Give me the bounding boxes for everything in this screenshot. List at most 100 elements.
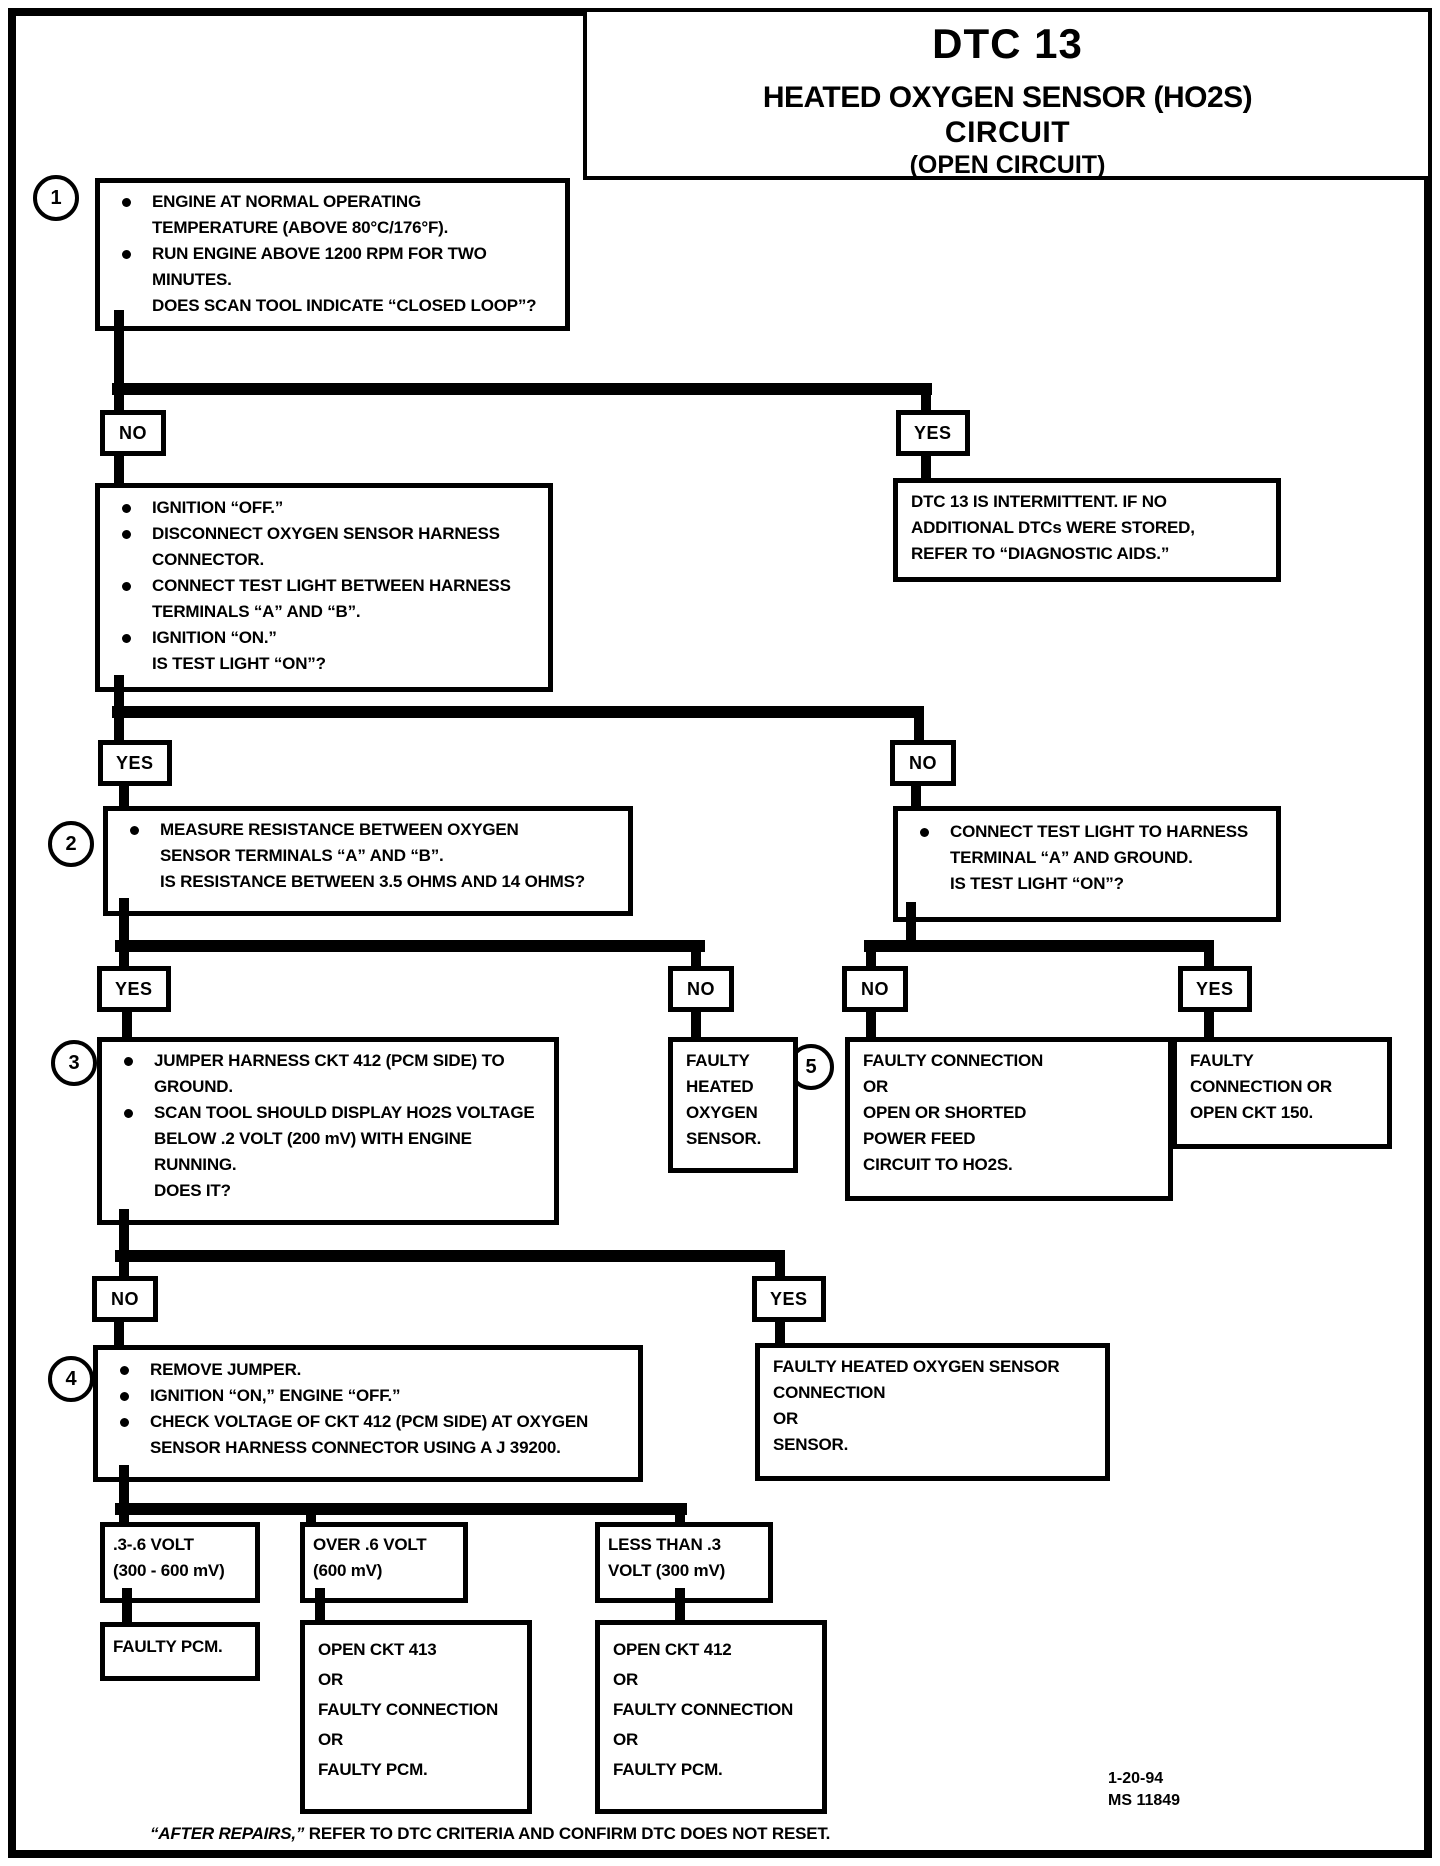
step5-power-feed-result-box: FAULTY CONNECTION OR OPEN OR SHORTED POW… (845, 1037, 1173, 1201)
text-line: MINUTES. (152, 270, 232, 289)
text-line: ADDITIONAL DTCs WERE STORED, (911, 518, 1195, 537)
step-circle-2: 2 (48, 821, 94, 867)
title-line2: CIRCUIT (944, 116, 1071, 149)
text-line: POWER FEED (863, 1129, 976, 1148)
text-line: CONNECT TEST LIGHT BETWEEN HARNESS (100, 573, 548, 599)
label-yes-closed-loop: YES (896, 410, 970, 456)
title-line3: (OPEN CIRCUIT) (909, 151, 1106, 179)
text-line: HEATED (686, 1077, 754, 1096)
text-line: OPEN CKT 412 (613, 1640, 732, 1659)
document-id-block: 1-20-94 MS 11849 (1108, 1768, 1180, 1812)
connector (115, 940, 705, 952)
text-line: CHECK VOLTAGE OF CKT 412 (PCM SIDE) AT O… (98, 1409, 638, 1435)
text-line: IGNITION “OFF.” (100, 495, 548, 521)
step-circle-4: 4 (48, 1356, 94, 1402)
label-yes-ground-light: YES (1178, 966, 1252, 1012)
connector (775, 1262, 785, 1278)
title-block: DTC 13 HEATED OXYGEN SENSOR (HO2S) CIRCU… (583, 8, 1432, 180)
label-yes-test-light-ab: YES (98, 740, 172, 786)
text-line: DTC 13 IS INTERMITTENT. IF NO (911, 492, 1167, 511)
text-line: FAULTY CONNECTION (863, 1051, 1044, 1070)
text-line: (600 mV) (313, 1561, 383, 1580)
text-line: FAULTY (1190, 1051, 1254, 1070)
text-line: MEASURE RESISTANCE BETWEEN OXYGEN (108, 817, 628, 843)
text-line: SENSOR. (773, 1435, 849, 1454)
faulty-pcm-result-box: FAULTY PCM. (100, 1622, 260, 1681)
text-line: FAULTY (686, 1051, 750, 1070)
text-line: SENSOR TERMINALS “A” AND “B”. (160, 846, 444, 865)
text-line: OR (773, 1409, 799, 1428)
volt-range-over-box: OVER .6 VOLT (600 mV) (300, 1522, 468, 1603)
document-date: 1-20-94 (1108, 1770, 1164, 1787)
text-line: CIRCUIT TO HO2S. (863, 1155, 1013, 1174)
text-line: REFER TO “DIAGNOSTIC AIDS.” (911, 544, 1170, 563)
title-line1: HEATED OXYGEN SENSOR (HO2S) (762, 81, 1253, 114)
connector (911, 782, 921, 808)
step1-closed-loop-box: ENGINE AT NORMAL OPERATING TEMPERATURE (… (95, 178, 570, 331)
text-line: FAULTY CONNECTION (318, 1700, 499, 1719)
text-line: VOLT (300 mV) (608, 1561, 726, 1580)
text-line: CONNECTION OR (1190, 1077, 1332, 1096)
text-line: BELOW .2 VOLT (200 mV) WITH ENGINE (154, 1129, 472, 1148)
text-line: SENSOR HARNESS CONNECTOR USING A J 39200… (150, 1438, 561, 1457)
connector (691, 1010, 701, 1037)
document-number: MS 11849 (1108, 1792, 1181, 1809)
text-line: IGNITION “ON.” (100, 625, 548, 651)
text-line: CONNECTOR. (152, 550, 264, 569)
connector (906, 902, 916, 942)
text-line: SCAN TOOL SHOULD DISPLAY HO2S VOLTAGE (102, 1100, 554, 1126)
connector (775, 1318, 785, 1343)
text-line: TERMINALS “A” AND “B”. (152, 602, 361, 621)
connector (675, 1513, 685, 1524)
connector (115, 1503, 687, 1515)
label-no-resistance: NO (668, 966, 734, 1012)
connector (115, 1250, 785, 1262)
text-line: OR (318, 1670, 344, 1689)
after-repairs-note: “AFTER REPAIRS,” REFER TO DTC CRITERIA A… (150, 1824, 830, 1844)
connector (1204, 950, 1214, 968)
label-no-ground-light: NO (842, 966, 908, 1012)
text-line: FAULTY PCM. (113, 1637, 223, 1656)
text-line: IS RESISTANCE BETWEEN 3.5 OHMS AND 14 OH… (160, 872, 585, 891)
test-light-ground-box: CONNECT TEST LIGHT TO HARNESS TERMINAL “… (893, 806, 1281, 922)
connector (114, 1318, 124, 1345)
connector (114, 310, 124, 414)
text-line: REMOVE JUMPER. (98, 1357, 638, 1383)
open-ckt413-result-box: OPEN CKT 413 OR FAULTY CONNECTION OR FAU… (300, 1620, 532, 1814)
text-line: DOES SCAN TOOL INDICATE “CLOSED LOOP”? (152, 296, 537, 315)
text-line: OR (613, 1730, 639, 1749)
text-line: JUMPER HARNESS CKT 412 (PCM SIDE) TO (102, 1048, 554, 1074)
text-line: TEMPERATURE (ABOVE 80°C/176°F). (152, 218, 449, 237)
connector (122, 1010, 132, 1037)
connector (122, 1588, 132, 1622)
text-line: OVER .6 VOLT (313, 1535, 427, 1554)
text-line: RUN ENGINE ABOVE 1200 RPM FOR TWO (100, 241, 565, 267)
connector (119, 1465, 129, 1524)
connector (119, 898, 129, 968)
text-line: OR (613, 1670, 639, 1689)
text-line: FAULTY CONNECTION (613, 1700, 794, 1719)
text-line: OPEN OR SHORTED (863, 1103, 1027, 1122)
open-ckt150-result-box: FAULTY CONNECTION OR OPEN CKT 150. (1172, 1037, 1392, 1149)
label-yes-jumper: YES (752, 1276, 826, 1322)
faulty-sensor-connection-result-box: FAULTY HEATED OXYGEN SENSOR CONNECTION O… (755, 1343, 1110, 1481)
connector (306, 1513, 316, 1524)
step4-check-voltage-box: REMOVE JUMPER. IGNITION “ON,” ENGINE “OF… (93, 1345, 643, 1482)
step3-jumper-ckt412-box: JUMPER HARNESS CKT 412 (PCM SIDE) TO GRO… (97, 1037, 559, 1225)
text-line: ENGINE AT NORMAL OPERATING (100, 189, 565, 215)
text-line: DISCONNECT OXYGEN SENSOR HARNESS (100, 521, 548, 547)
text-line: OPEN CKT 413 (318, 1640, 437, 1659)
text-line: SENSOR. (686, 1129, 762, 1148)
text-line: FAULTY HEATED OXYGEN SENSOR (773, 1357, 1060, 1376)
connector (866, 950, 876, 968)
label-no-test-light-ab: NO (890, 740, 956, 786)
step-circle-3: 3 (51, 1040, 97, 1086)
label-no-jumper: NO (92, 1276, 158, 1322)
after-repairs-rest: REFER TO DTC CRITERIA AND CONFIRM DTC DO… (304, 1824, 831, 1843)
text-line: FAULTY PCM. (613, 1760, 723, 1779)
connector (114, 452, 124, 486)
text-line: (300 - 600 mV) (113, 1561, 225, 1580)
dtc-code: DTC 13 (932, 20, 1083, 67)
text-line: IS TEST LIGHT “ON”? (152, 654, 326, 673)
